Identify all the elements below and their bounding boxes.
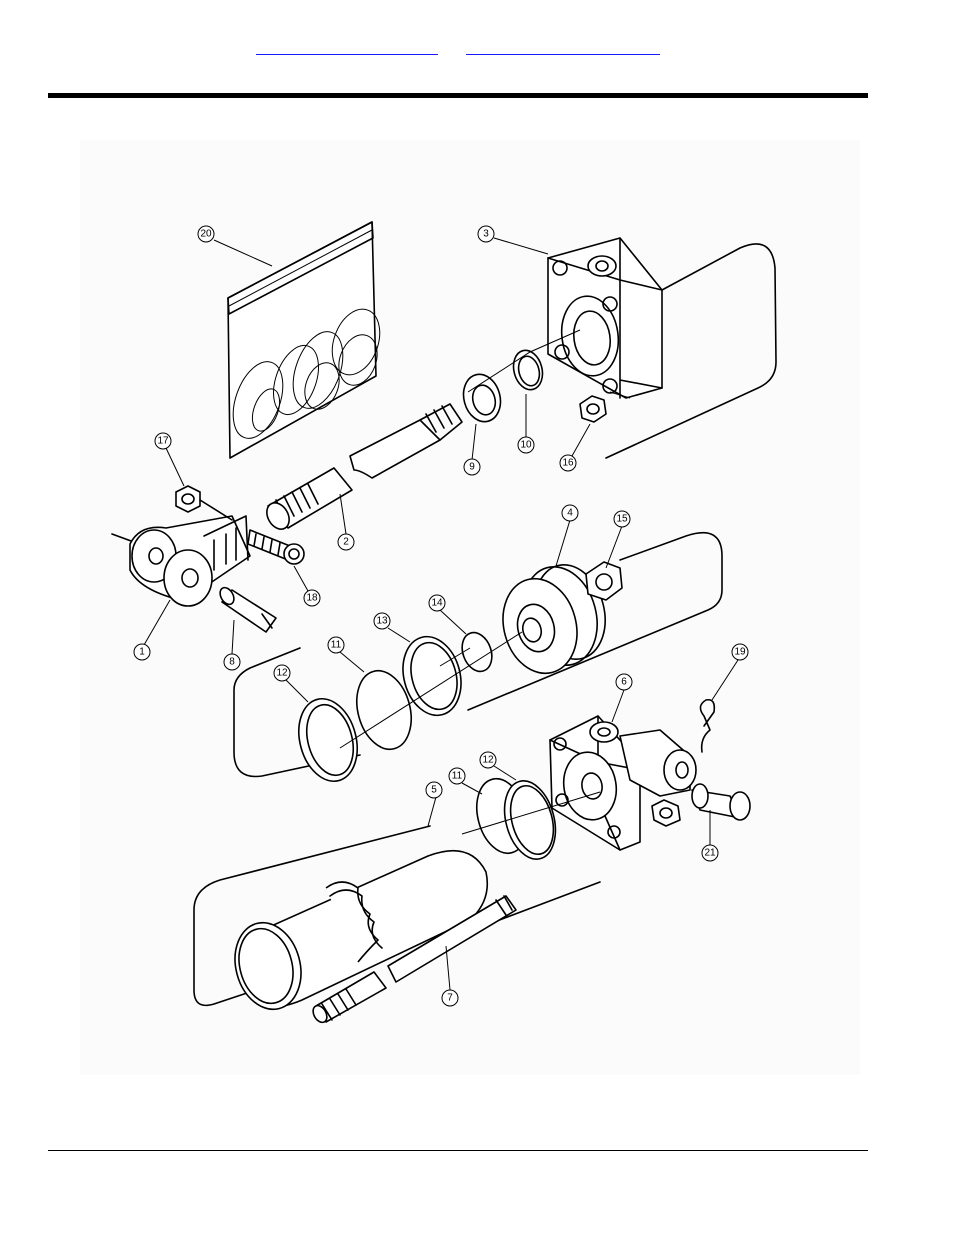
footer-rule	[48, 1150, 868, 1151]
svg-text:11: 11	[452, 771, 463, 782]
callout-2: 2	[338, 534, 354, 550]
callout-8: 8	[224, 654, 240, 670]
svg-text:7: 7	[447, 993, 453, 1004]
hair-pin-icon	[700, 700, 714, 752]
callout-11-top: 11	[328, 637, 344, 653]
callout-17: 17	[155, 433, 171, 449]
clevis-bolt-icon	[248, 530, 304, 564]
callout-12-bottom: 12	[480, 752, 496, 768]
svg-text:11: 11	[331, 640, 342, 651]
svg-text:9: 9	[469, 462, 475, 473]
callout-20: 20	[198, 226, 214, 242]
callout-4: 4	[562, 505, 578, 521]
svg-text:18: 18	[306, 593, 318, 604]
svg-text:14: 14	[431, 598, 443, 609]
base-end-cap-icon	[550, 716, 696, 850]
svg-text:20: 20	[200, 229, 212, 240]
seal-kit-bag-icon	[224, 222, 389, 458]
svg-text:17: 17	[157, 436, 169, 447]
svg-text:13: 13	[376, 616, 388, 627]
svg-text:12: 12	[276, 668, 288, 679]
svg-text:1: 1	[139, 647, 145, 658]
svg-text:6: 6	[621, 677, 627, 688]
clevis-pin-icon	[217, 585, 276, 632]
callout-13: 13	[374, 613, 390, 629]
callout-18: 18	[304, 590, 320, 606]
callout-12-top: 12	[274, 665, 290, 681]
clevis-nut-icon	[176, 486, 232, 520]
callout-1: 1	[134, 644, 150, 660]
callout-21: 21	[702, 845, 718, 861]
tie-rod-nut-icon	[580, 396, 606, 422]
callout-6: 6	[616, 674, 632, 690]
callout-9: 9	[464, 459, 480, 475]
piston-nut-icon	[586, 562, 622, 600]
callout-10: 10	[518, 437, 534, 453]
svg-text:3: 3	[483, 229, 489, 240]
rod-seal-icon	[509, 347, 546, 393]
svg-text:21: 21	[704, 848, 716, 859]
callout-3: 3	[478, 226, 494, 242]
svg-text:15: 15	[616, 514, 628, 525]
svg-text:5: 5	[431, 785, 437, 796]
svg-text:8: 8	[229, 657, 235, 668]
base-nut-icon	[652, 800, 680, 826]
svg-text:16: 16	[562, 458, 574, 469]
rod-wiper-icon	[458, 370, 505, 426]
callout-14: 14	[429, 595, 445, 611]
callout-11-bottom: 11	[449, 768, 465, 784]
svg-text:19: 19	[734, 647, 746, 658]
callout-5: 5	[426, 782, 442, 798]
svg-text:4: 4	[567, 508, 573, 519]
callout-7: 7	[442, 990, 458, 1006]
svg-text:12: 12	[482, 755, 494, 766]
callout-15: 15	[614, 511, 630, 527]
callout-19: 19	[732, 644, 748, 660]
svg-text:2: 2	[343, 537, 349, 548]
base-pin-icon	[692, 784, 750, 820]
rod-end-cap-icon	[548, 238, 662, 398]
o-ring-top-icon	[290, 692, 366, 788]
svg-text:10: 10	[520, 440, 532, 451]
callout-16: 16	[560, 455, 576, 471]
